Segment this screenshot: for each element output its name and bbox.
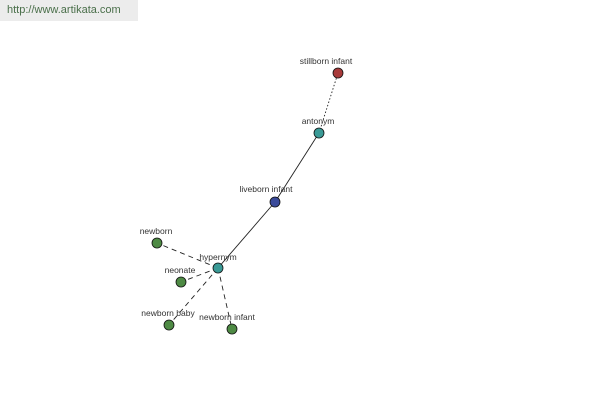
node-liveborn-infant-label[interactable]: liveborn infant <box>240 184 294 194</box>
node-stillborn-infant[interactable]: stillborn infant <box>300 56 353 79</box>
node-antonym-marker[interactable] <box>313 127 325 139</box>
node-neonate-marker[interactable] <box>175 276 187 288</box>
edge-hypernym-to-neonate <box>180 267 219 283</box>
edge-hypernym-to-newborn-baby <box>168 267 219 326</box>
edge-hypernym-to-newborn <box>156 242 219 269</box>
node-neonate[interactable]: neonate <box>165 265 196 288</box>
node-stillborn-infant-marker[interactable] <box>332 67 344 79</box>
edge-hypernym-to-liveborn-infant <box>217 201 276 269</box>
node-antonym[interactable]: antonym <box>302 116 335 139</box>
graph-edges <box>156 72 339 330</box>
node-newborn-marker[interactable] <box>151 237 163 249</box>
node-stillborn-infant-label[interactable]: stillborn infant <box>300 56 353 66</box>
node-hypernym[interactable]: hypernym <box>199 252 237 274</box>
node-newborn-baby[interactable]: newborn baby <box>141 308 195 331</box>
node-neonate-label[interactable]: neonate <box>165 265 196 275</box>
node-newborn-infant[interactable]: newborn infant <box>199 312 256 335</box>
graph-nodes: stillborn infant antonym liveborn infant hy… <box>140 56 353 335</box>
node-newborn-baby-marker[interactable] <box>163 319 175 331</box>
node-antonym-label[interactable]: antonym <box>302 116 335 126</box>
node-newborn[interactable]: newborn <box>140 226 173 249</box>
node-hypernym-marker[interactable] <box>212 262 224 274</box>
edge-hypernym-to-newborn-infant <box>217 267 233 330</box>
node-liveborn-infant[interactable]: liveborn infant <box>240 184 294 208</box>
node-newborn-baby-label[interactable]: newborn baby <box>141 308 195 318</box>
source-url[interactable]: http://www.artikata.com <box>0 0 138 21</box>
node-newborn-label[interactable]: newborn <box>140 226 173 236</box>
node-newborn-infant-label[interactable]: newborn infant <box>199 312 255 322</box>
edge-liveborn-infant-to-antonym <box>274 132 320 203</box>
node-liveborn-infant-marker[interactable] <box>269 196 281 208</box>
node-newborn-infant-marker[interactable] <box>226 323 238 335</box>
node-hypernym-label[interactable]: hypernym <box>199 252 236 262</box>
